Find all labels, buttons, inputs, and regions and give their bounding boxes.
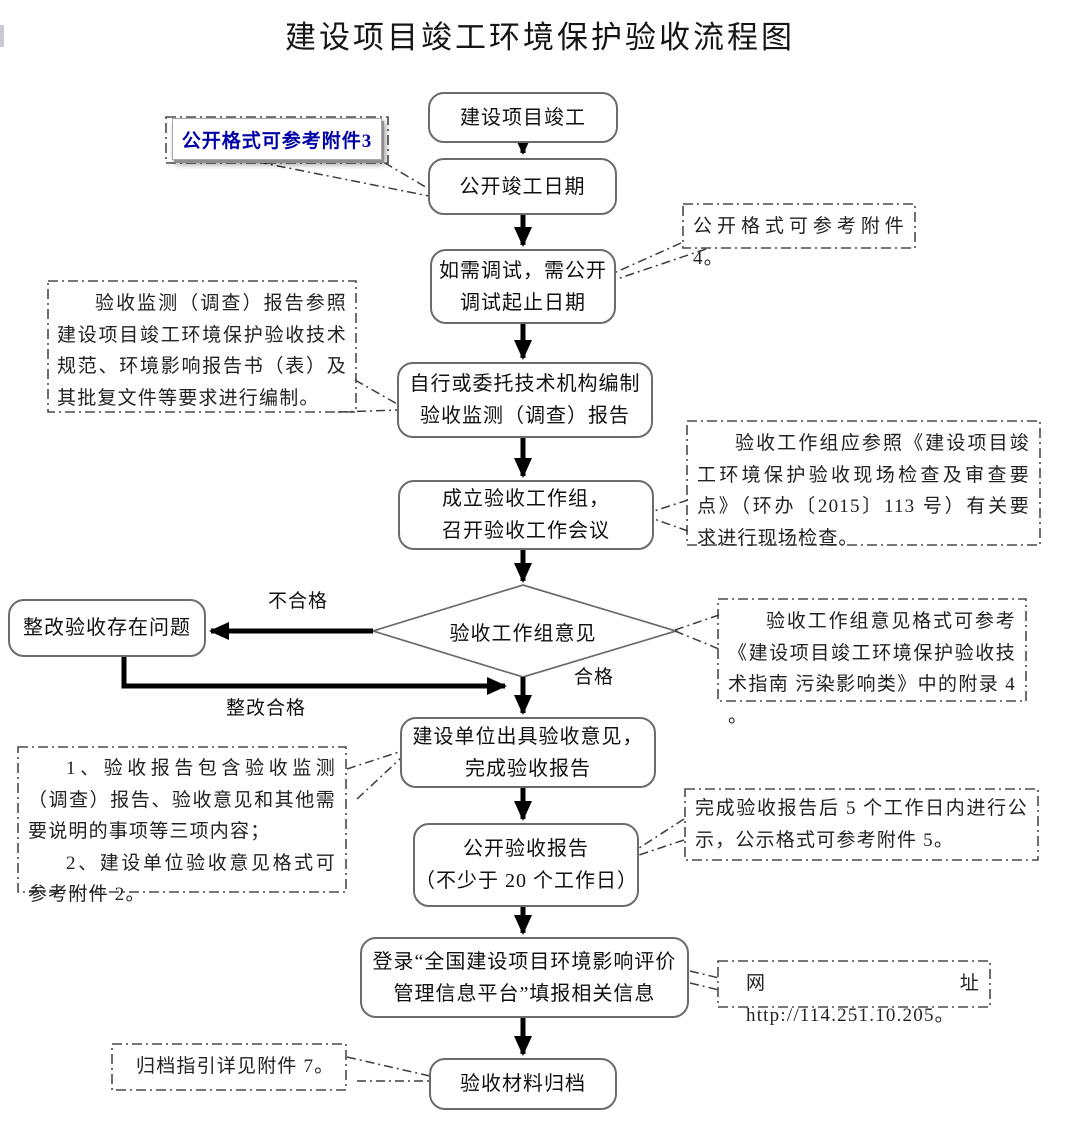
note-site-check-text: 验收工作组应参照《建设项目竣工环境保护验收现场检查及审查要点》（环办〔2015〕… <box>697 433 1030 549</box>
node-opinion: 建设单位出具验收意见， 完成验收报告 <box>400 717 656 788</box>
edge-label-fail: 不合格 <box>268 591 329 612</box>
node-decision: 验收工作组意见 <box>373 613 673 649</box>
node-platform-line2: 管理信息平台”填报相关信息 <box>393 982 656 1005</box>
note-leaders <box>257 152 720 1082</box>
leader-opinion-format-a <box>674 614 720 631</box>
node-prepare-report: 自行或委托技术机构编制 验收监测（调查）报告 <box>397 362 653 438</box>
note-website-border <box>717 960 991 1008</box>
note-archive-guide-text: 归档指引详见附件 7。 <box>136 1056 335 1077</box>
leader-website-b <box>689 982 720 991</box>
note-report-basis-border <box>47 280 357 413</box>
note-website: 网址 http://114.251.10.205。 <box>718 961 990 1026</box>
node-debug-line1: 如需调试，需公开 <box>439 259 607 282</box>
note-archive-guide: 归档指引详见附件 7。 <box>112 1044 346 1090</box>
node-debug: 如需调试，需公开 调试起止日期 <box>430 249 616 324</box>
note-attachment4-border <box>682 203 916 249</box>
node-workgroup: 成立验收工作组， 召开验收工作会议 <box>398 480 654 550</box>
note-opinion-format: 验收工作组意见格式可参考《建设项目竣工环境保护验收技术指南 污染影响类》中的附录… <box>718 599 1026 727</box>
arrow-rectified-merge <box>121 657 507 695</box>
node-prepare-line2: 验收监测（调查）报告 <box>420 405 630 427</box>
node-start: 建设项目竣工 <box>428 92 618 143</box>
leader-attachment3-b <box>367 152 430 190</box>
leader-site-check-b <box>650 517 689 532</box>
leader-site-check-a <box>650 499 689 513</box>
node-platform-line1: 登录“全国建设项目环境影响评价 <box>372 950 677 973</box>
note-publicity: 完成验收报告后 5 个工作日内进行公示，公示格式可参考附件 5。 <box>685 789 1038 860</box>
leader-publicity-b <box>635 839 685 857</box>
note-publicity-border <box>684 788 1039 861</box>
note-report-contents-border <box>17 746 347 893</box>
node-start-label: 建设项目竣工 <box>460 106 586 129</box>
note-borders <box>17 116 1041 1091</box>
note-report-contents: 1、验收报告包含验收监测（调查）报告、验收意见和其他需要说明的事项等三项内容； … <box>18 747 346 905</box>
node-rectify-label: 整改验收存在问题 <box>23 617 191 639</box>
leader-report-contents-b <box>356 756 403 800</box>
leader-report-contents-a <box>346 750 403 770</box>
note-site-check: 验收工作组应参照《建设项目竣工环境保护验收现场检查及审查要点》（环办〔2015〕… <box>687 421 1040 549</box>
node-archive: 验收材料归档 <box>429 1058 617 1110</box>
node-decision-label: 验收工作组意见 <box>449 622 597 645</box>
note-attachment3-text: 公开格式可参考附件3 <box>181 130 373 152</box>
node-rectify: 整改验收存在问题 <box>8 599 206 657</box>
note-attachment3: 公开格式可参考附件3 <box>172 118 382 160</box>
node-publish-report-line2: （不少于 20 个工作日） <box>415 870 638 892</box>
note-publicity-text: 完成验收报告后 5 个工作日内进行公示，公示格式可参考附件 5。 <box>695 798 1028 851</box>
note-website-text: 网址 http://114.251.10.205。 <box>746 973 980 1026</box>
edge-label-rectified: 整改合格 <box>226 698 307 719</box>
scan-edge-artifact <box>0 25 4 47</box>
note-opinion-format-text: 验收工作组意见格式可参考《建设项目竣工环境保护验收技术指南 污染影响类》中的附录… <box>728 611 1016 727</box>
note-attachment3-border <box>165 116 389 164</box>
leader-opinion-format-b <box>674 630 720 650</box>
node-publish-report-line1: 公开验收报告 <box>463 838 589 860</box>
note-report-contents-item1: 1、验收报告包含验收监测（调查）报告、验收意见和其他需要说明的事项等三项内容； <box>28 758 336 843</box>
leader-publicity-a <box>635 818 685 851</box>
note-site-check-border <box>686 420 1041 546</box>
note-opinion-format-border <box>717 598 1027 702</box>
leader-attachment4-b <box>613 248 707 281</box>
node-archive-label: 验收材料归档 <box>460 1073 586 1095</box>
leader-archive-guide-a <box>346 1056 431 1077</box>
note-attachment4-text: 公开格式可参考附件 4。 <box>693 216 905 269</box>
edge-label-pass: 合格 <box>574 667 615 688</box>
node-prepare-line1: 自行或委托技术机构编制 <box>409 373 641 395</box>
node-publish-report: 公开验收报告 （不少于 20 个工作日） <box>413 823 639 907</box>
flow-arrows <box>121 135 532 1056</box>
node-platform: 登录“全国建设项目环境影响评价 管理信息平台”填报相关信息 <box>360 937 689 1018</box>
leader-attachment3-a <box>257 161 430 197</box>
leader-website-a <box>689 970 720 979</box>
node-workgroup-line1: 成立验收工作组， <box>442 488 610 510</box>
note-report-contents-item2: 2、建设单位验收意见格式可参考附件 2。 <box>28 852 336 906</box>
node-publish-date: 公开竣工日期 <box>428 158 617 215</box>
node-workgroup-line2: 召开验收工作会议 <box>442 520 610 542</box>
note-report-basis: 验收监测（调查）报告参照建设项目竣工环境保护验收技术规范、环境影响报告书（表）及… <box>48 281 356 412</box>
leader-attachment4-a <box>613 242 682 274</box>
page-title: 建设项目竣工环境保护验收流程图 <box>285 20 795 55</box>
leader-report-basis-a <box>354 379 400 406</box>
node-debug-line2: 调试起止日期 <box>460 291 586 314</box>
node-opinion-line1: 建设单位出具验收意见， <box>412 725 644 748</box>
note-attachment4: 公开格式可参考附件 4。 <box>683 204 915 269</box>
node-opinion-line2: 完成验收报告 <box>465 757 591 780</box>
node-publish-date-label: 公开竣工日期 <box>459 175 586 198</box>
note-report-basis-text: 验收监测（调查）报告参照建设项目竣工环境保护验收技术规范、环境影响报告书（表）及… <box>57 293 347 409</box>
